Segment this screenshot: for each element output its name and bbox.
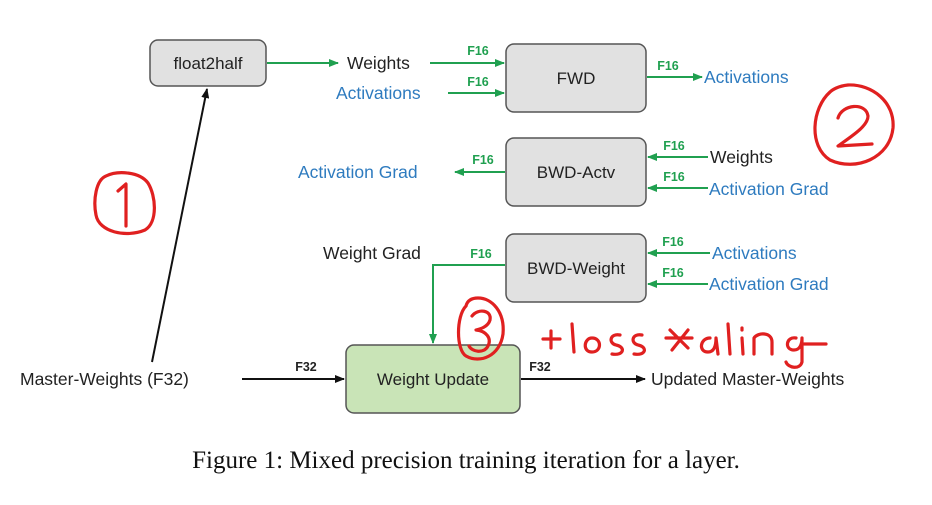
- fwd-box: FWD: [505, 43, 647, 113]
- float2half-label: float2half: [174, 54, 243, 73]
- figure-caption: Figure 1: Mixed precision training itera…: [192, 447, 740, 474]
- tag-f16-activations-fwd: F16: [467, 75, 489, 89]
- float2half-box: float2half: [149, 39, 267, 87]
- handwritten-annotation-2: [813, 83, 895, 166]
- tag-f32-master-in: F32: [295, 360, 317, 374]
- tag-f32-master-out: F32: [529, 360, 551, 374]
- tag-f16-grad-bwd-actv: F16: [663, 170, 685, 184]
- bwd-actv-label: BWD-Actv: [537, 163, 616, 182]
- tag-f16-weight-grad: F16: [470, 247, 492, 261]
- label-activations-bwd-weight: Activations: [712, 243, 797, 263]
- bwd-weight-box: BWD-Weight: [505, 233, 647, 303]
- label-master-weights: Master-Weights (F32): [20, 369, 189, 389]
- label-weight-grad: Weight Grad: [323, 243, 421, 263]
- label-activation-grad-bwd-actv: Activation Grad: [709, 179, 829, 199]
- bwd-weight-label: BWD-Weight: [527, 259, 625, 278]
- tag-f16-bwd-actv-out: F16: [472, 153, 494, 167]
- fwd-label: FWD: [557, 69, 596, 88]
- label-updated-master-weights: Updated Master-Weights: [651, 369, 844, 389]
- weight-update-label: Weight Update: [377, 370, 489, 389]
- label-weights-bwd-actv: Weights: [710, 147, 773, 167]
- arrow-bwd-weight-to-weight-update: [429, 264, 505, 344]
- tag-f16-activations-bwd-weight: F16: [662, 235, 684, 249]
- bwd-actv-box: BWD-Actv: [505, 137, 647, 207]
- label-activations-fwd-in: Activations: [336, 83, 421, 103]
- handwritten-annotation-1: [93, 171, 156, 236]
- label-weights-fwd: Weights: [347, 53, 410, 73]
- tag-f16-weights-bwd-actv: F16: [663, 139, 685, 153]
- tag-f16-grad-bwd-weight: F16: [662, 266, 684, 280]
- label-activation-grad-out: Activation Grad: [298, 162, 418, 182]
- handwritten-annotation-3: [456, 296, 505, 361]
- weight-update-box: Weight Update: [345, 344, 521, 414]
- handwritten-annotation-loss-scaling: [541, 322, 828, 369]
- tag-f16-fwd-out: F16: [657, 59, 679, 73]
- arrow-master-weights-to-float2half: [151, 88, 210, 363]
- tag-f16-weights-fwd: F16: [467, 44, 489, 58]
- label-activations-fwd-out: Activations: [704, 67, 789, 87]
- label-activation-grad-bwd-weight: Activation Grad: [709, 274, 829, 294]
